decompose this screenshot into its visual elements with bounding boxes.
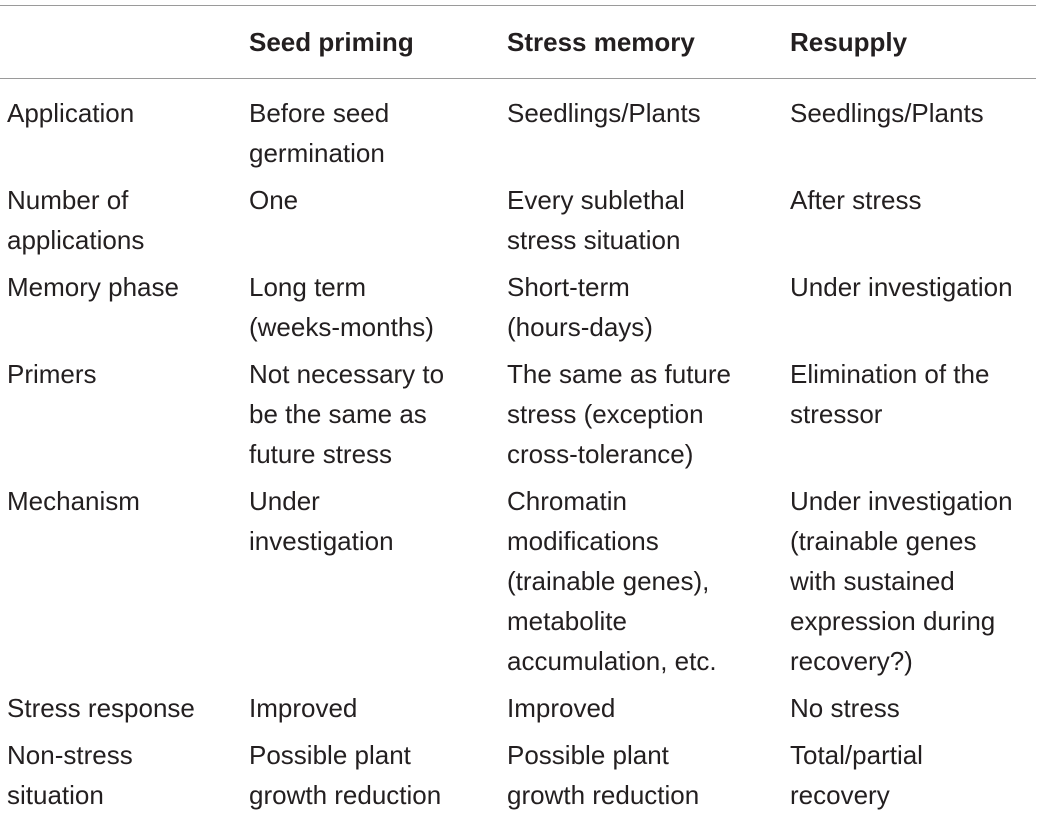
table-row: Memory phase Long term (weeks-months) Sh… [0,267,1036,354]
row-label-cell: Mechanism [7,486,140,516]
table-cell: Seedlings/Plants [790,98,984,128]
table-row: Primers Not necessary to be the same as … [0,354,1036,481]
table-row: Application Before seed germination Seed… [0,79,1036,181]
row-label-cell: Stress response [7,693,195,723]
table-cell: Every sublethal stress situation [507,185,685,255]
table-cell: Improved [249,693,358,723]
table-cell: Possible plant growth reduction [249,740,442,810]
table-header-row: Seed priming Stress memory Resupply [0,5,1036,79]
table-cell: Possible plant growth reduction [507,740,700,810]
table-cell: Under investigation (trainable genes wit… [790,486,1013,676]
table-cell: No stress [790,693,900,723]
table-cell: Short-term (hours-days) [507,272,653,342]
table-cell: Under investigation [249,486,394,556]
table-row: Stress response Improved Improved No str… [0,688,1036,735]
header-cell-empty [0,6,249,79]
table-cell: Chromatin modifications (trainable genes… [507,486,717,676]
header-cell-resupply: Resupply [790,27,908,57]
table-cell: Improved [507,693,616,723]
row-label-cell: Application [7,98,135,128]
table-cell: Total/partial recovery [790,740,923,810]
row-label-cell: Memory phase [7,272,179,302]
table-row: Non-stress situation Possible plant grow… [0,735,1036,822]
header-cell-seed-priming: Seed priming [249,27,414,57]
table-row: Number of applications One Every subleth… [0,180,1036,267]
table-row: Mechanism Under investigation Chromatin … [0,481,1036,688]
table-cell: One [249,185,299,215]
table-cell: Before seed germination [249,98,390,168]
table-cell: Elimination of the stressor [790,359,990,429]
table-cell: Long term (weeks-months) [249,272,434,342]
row-label-cell: Primers [7,359,97,389]
comparison-table: Seed priming Stress memory Resupply Appl… [0,5,1036,822]
row-label-cell: Non-stress situation [7,740,133,810]
row-label-cell: Number of applications [7,185,145,255]
table-cell: After stress [790,185,922,215]
table-cell: Under investigation [790,272,1013,302]
table-cell: The same as future stress (exception cro… [507,359,731,469]
table-cell: Seedlings/Plants [507,98,701,128]
table-cell: Not necessary to be the same as future s… [249,359,445,469]
header-cell-stress-memory: Stress memory [507,27,695,57]
